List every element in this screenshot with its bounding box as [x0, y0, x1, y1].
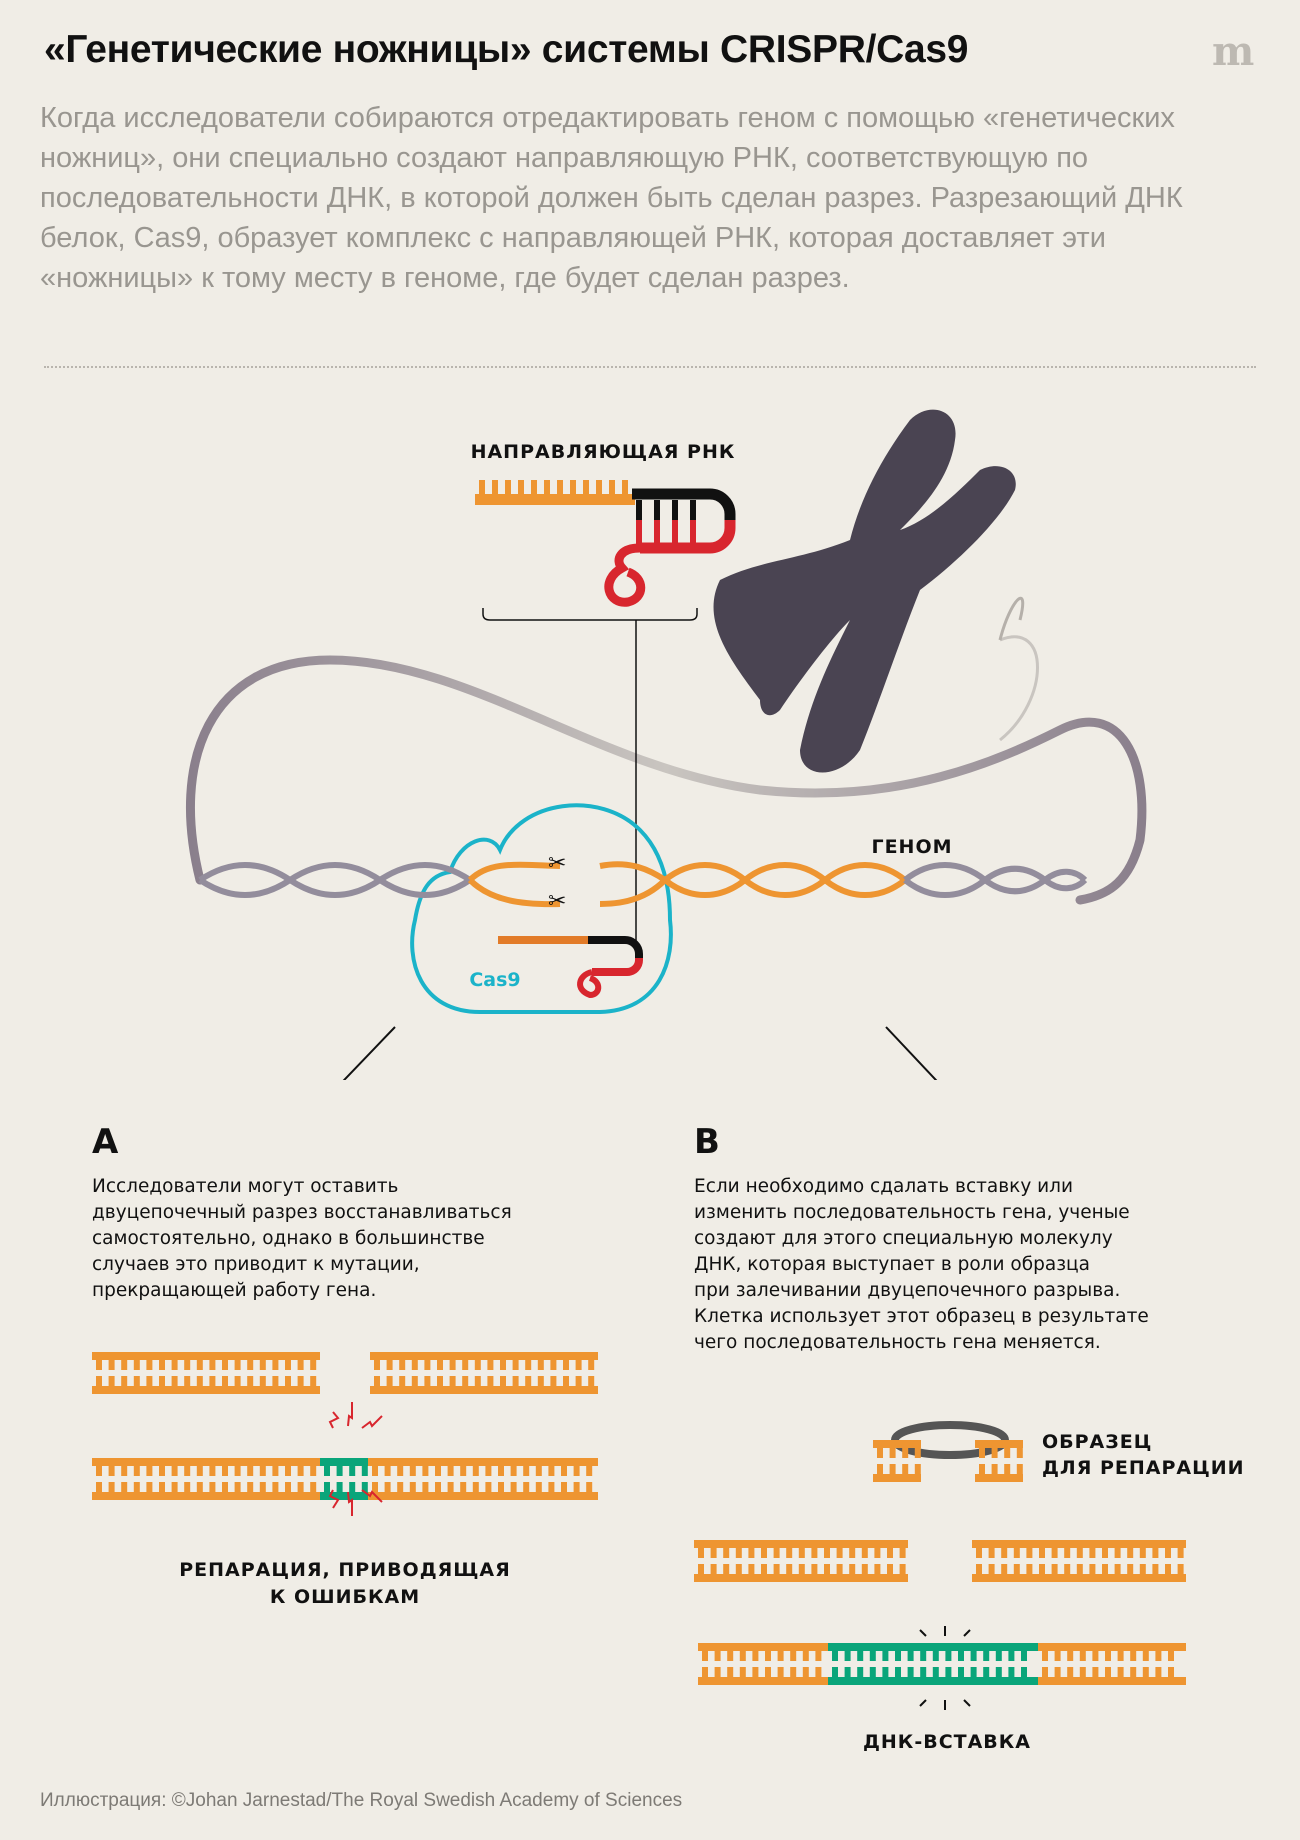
- scissors-icon: ✂: [548, 889, 566, 914]
- section-b-letter: B: [694, 1122, 720, 1162]
- genome-thread: [999, 635, 1039, 742]
- text-line: Клетка использует этот образец в результ…: [694, 1306, 1149, 1327]
- scissors-icon: ✂: [548, 851, 566, 876]
- section-a-letter: A: [92, 1122, 119, 1162]
- template-label: ДЛЯ РЕПАРАЦИИ: [1042, 1457, 1245, 1479]
- template-label: ОБРАЗЕЦ: [1042, 1431, 1152, 1453]
- dna-segment-broken-left: [92, 1352, 320, 1394]
- text-line: Если необходимо сдалать вставку или: [694, 1176, 1074, 1197]
- dna-segment-repaired-right: [368, 1458, 598, 1500]
- section-b-text: Если необходимо сдалать вставку или изме…: [694, 1174, 1234, 1356]
- image-credit: Иллюстрация: ©Johan Jarnestad/The Royal …: [40, 1790, 683, 1811]
- rna-hairpin-rungs: [636, 500, 696, 544]
- dotted-divider: [44, 366, 1256, 368]
- dna-insert-segment: [828, 1643, 1038, 1685]
- page-title: «Генетические ножницы» системы CRISPR/Ca…: [44, 28, 969, 71]
- text-line: Исследователи могут оставить: [92, 1176, 399, 1197]
- repair-template-icon: [873, 1421, 1023, 1482]
- guide-rna-icon: [475, 480, 736, 607]
- text-line: самостоятельно, однако в большинстве: [92, 1228, 485, 1249]
- arrow-to-a-icon: [342, 1026, 396, 1080]
- arrow-to-b-icon: [885, 1026, 938, 1080]
- dna-helix-target: [467, 861, 907, 908]
- rna-teeth: [479, 480, 628, 496]
- bound-guide-rna: [498, 936, 643, 999]
- dna-segment-broken-right: [972, 1540, 1186, 1582]
- template-left-arm: [873, 1440, 921, 1482]
- caption-line: К ОШИБКАМ: [270, 1586, 420, 1608]
- text-line: чего последовательность гена меняется.: [694, 1332, 1101, 1353]
- chromosome-icon: [713, 409, 1016, 773]
- dna-segment-error: [320, 1458, 368, 1500]
- text-line: изменить последовательность гена, ученые: [694, 1202, 1130, 1223]
- section-a-text: Исследователи могут оставить двуцепочечн…: [92, 1174, 612, 1304]
- error-repair-diagram: РЕПАРАЦИЯ, ПРИВОДЯЩАЯ К ОШИБКАМ: [92, 1352, 598, 1608]
- text-line: двуцепочечный разрез восстанавливаться: [92, 1202, 512, 1223]
- dna-helix-right: [903, 862, 1088, 898]
- dna-helix-left: [198, 862, 472, 898]
- dna-segment-broken-right: [370, 1352, 598, 1394]
- text-line: ДНК, которая выступает в роли образца: [694, 1254, 1090, 1275]
- bracket: [482, 608, 698, 621]
- genome-loop: [185, 655, 1147, 905]
- dna-segment-left: [698, 1643, 828, 1685]
- lead-paragraph: Когда исследователи собираются отредакти…: [40, 102, 1183, 294]
- genome-label: ГЕНОМ: [871, 836, 952, 858]
- cas9-protein: [410, 803, 673, 1014]
- publisher-logo[interactable]: m: [1212, 28, 1255, 75]
- insert-caption: ДНК-ВСТАВКА: [863, 1731, 1031, 1753]
- guide-rna-label: НАПРАВЛЯЮЩАЯ РНК: [471, 441, 736, 463]
- insertion-diagram: ОБРАЗЕЦ ДЛЯ РЕПАРАЦИИ ДНК-ВСТАВКА: [694, 1421, 1245, 1753]
- text-line: прекращающей работу гена.: [92, 1280, 377, 1301]
- spark-icon: [328, 1402, 383, 1516]
- text-line: создают для этого специальную молекулу: [694, 1228, 1113, 1249]
- dna-segment-right: [1038, 1643, 1186, 1685]
- dna-segment-repaired-left: [92, 1458, 320, 1500]
- caption-line: РЕПАРАЦИЯ, ПРИВОДЯЩАЯ: [179, 1559, 511, 1581]
- cas9-label: Cas9: [469, 969, 520, 991]
- text-line: случаев это приводит к мутации,: [92, 1254, 420, 1275]
- text-line: при залечивании двуцепочечного разрыва.: [694, 1280, 1121, 1301]
- crispr-diagram: НАПРАВЛЯЮЩАЯ РНК Cas9: [185, 409, 1147, 1080]
- genome-thread-2: [998, 596, 1025, 641]
- dna-segment-broken-left: [694, 1540, 908, 1582]
- spark-icon: [919, 1626, 971, 1710]
- template-right-arm: [975, 1440, 1023, 1482]
